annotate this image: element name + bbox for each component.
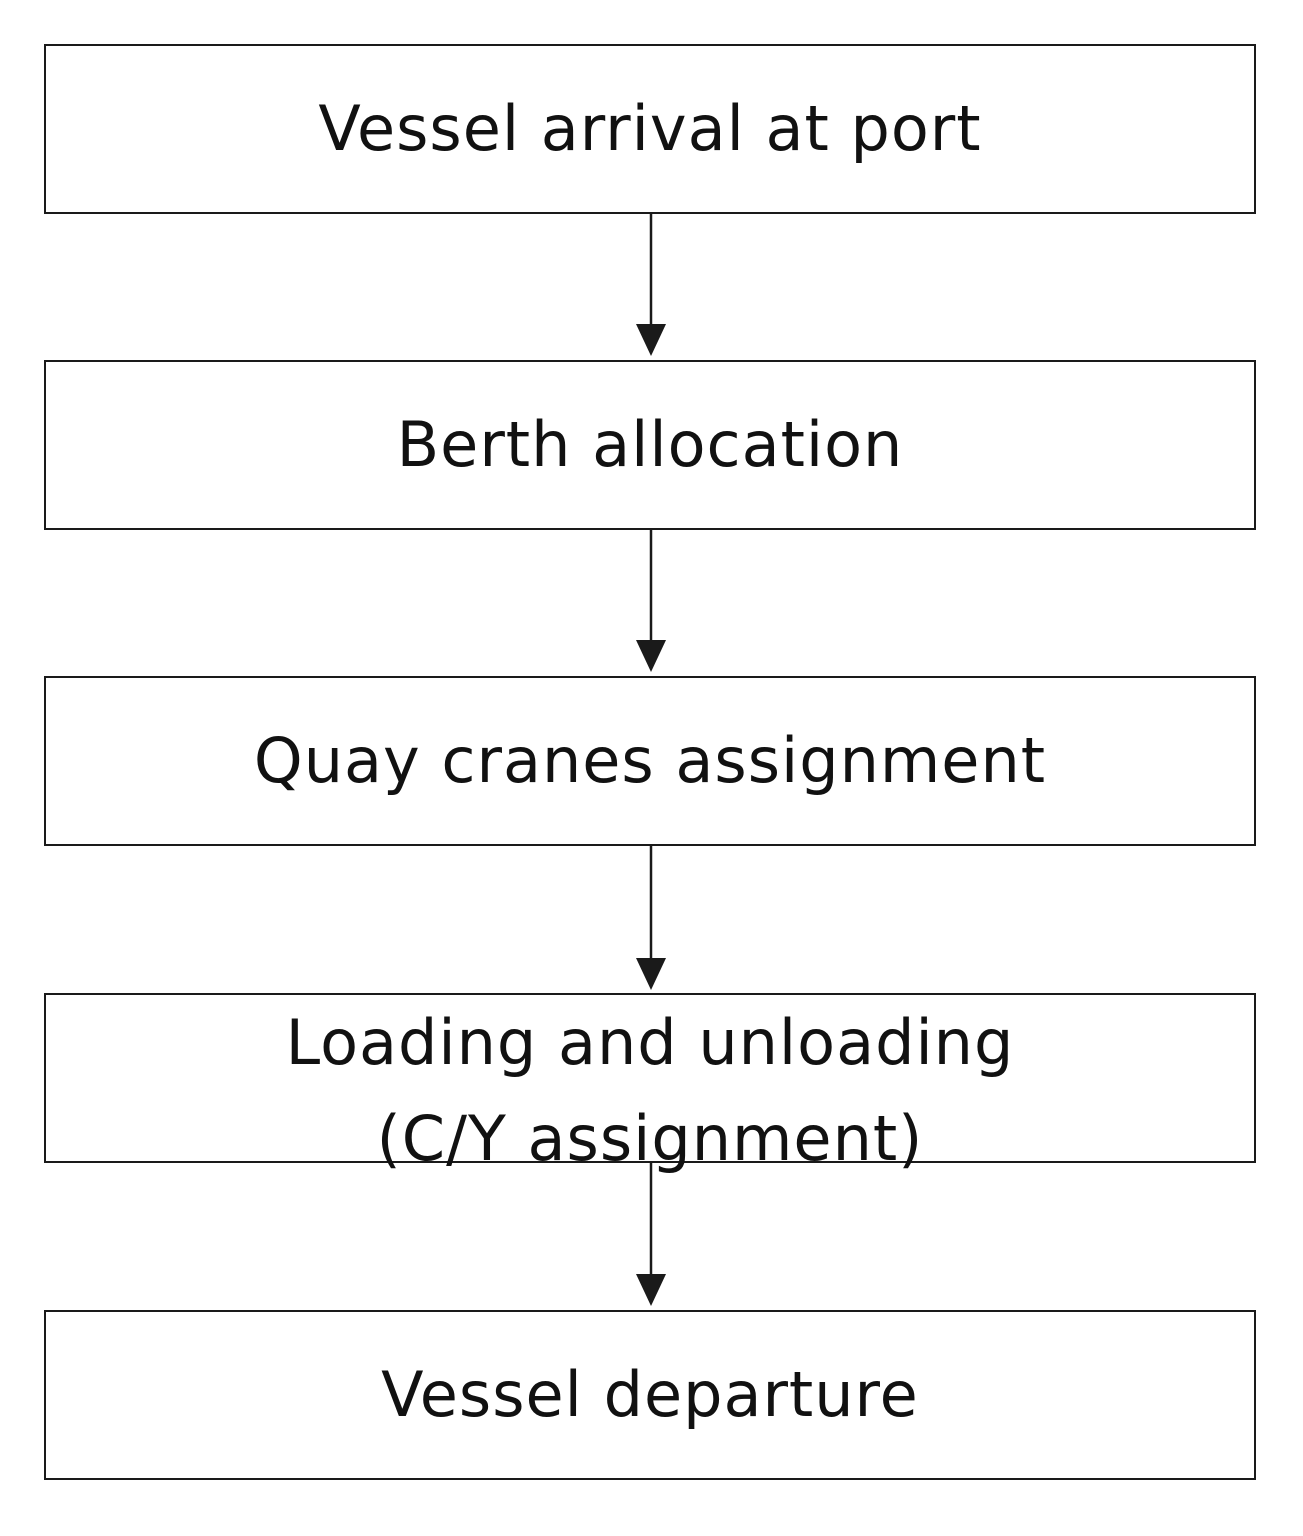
step-berth-allocation: Berth allocation [44, 360, 1256, 530]
arrow-3 [636, 846, 666, 990]
step-vessel-departure: Vessel departure [44, 1310, 1256, 1480]
step-quay-cranes-assignment: Quay cranes assignment [44, 676, 1256, 846]
arrow-head [636, 640, 666, 672]
arrow-head [636, 1274, 666, 1306]
arrow-1 [636, 214, 666, 356]
arrow-head [636, 324, 666, 356]
step-loading-unloading: Loading and unloading (C/Y assignment) [44, 993, 1256, 1175]
step-label: Berth allocation [396, 408, 904, 481]
step-label: Vessel departure [381, 1358, 919, 1431]
arrow-2 [636, 530, 666, 672]
arrow-head [636, 958, 666, 990]
step-vessel-arrival: Vessel arrival at port [44, 44, 1256, 214]
step-label-line-1: Loading and unloading [285, 1006, 1015, 1079]
step-label-line-2: (C/Y assignment) [376, 1102, 924, 1176]
step-label: Quay cranes assignment [253, 724, 1047, 797]
step-label: Vessel arrival at port [318, 92, 982, 165]
